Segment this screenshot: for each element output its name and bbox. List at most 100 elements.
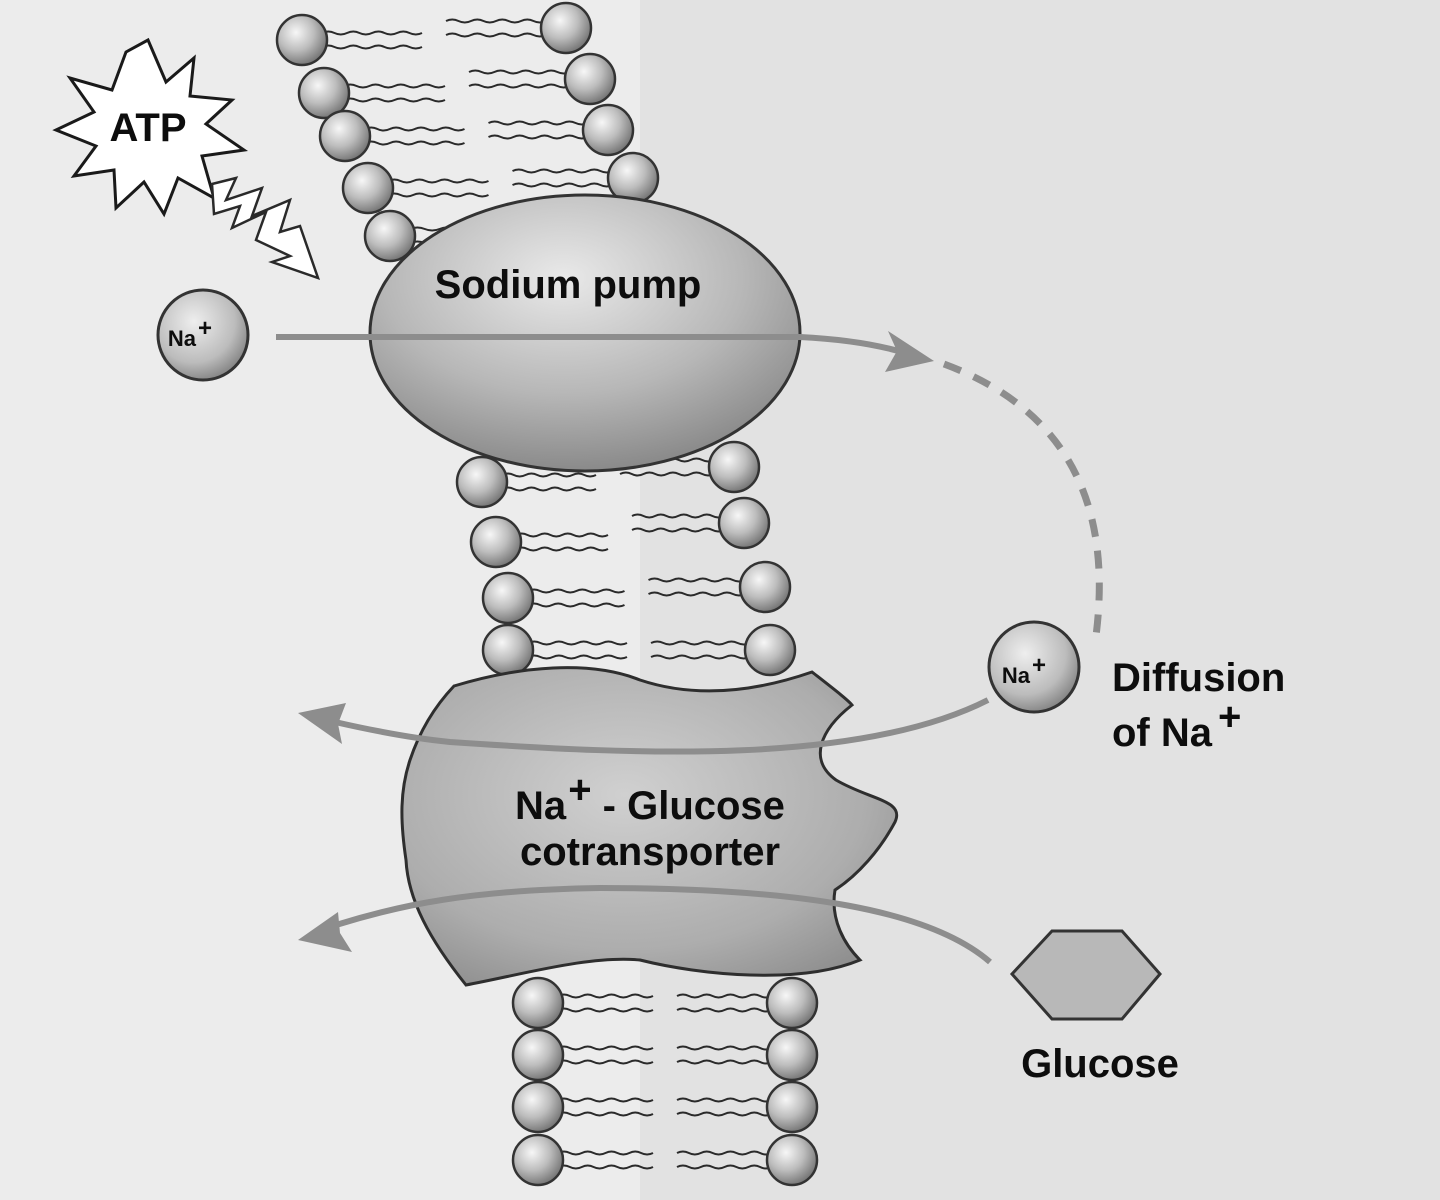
lipid-tail [648, 577, 746, 583]
lipid-tail [468, 69, 571, 75]
glucose-cotransport-arrow [335, 884, 992, 965]
cotransporter-label-na: Na [515, 784, 567, 828]
diffusion-dashed-path [942, 360, 1103, 637]
phospholipid-head [738, 560, 792, 614]
phospholipid-head [581, 103, 635, 157]
lipid-tail [650, 640, 751, 646]
sodium-ion-intracellular: Na+ [987, 620, 1081, 714]
lipid-tail [501, 472, 597, 478]
glucose-cotransport-arrow-head [298, 912, 352, 952]
glucose-label: Glucose [1021, 1042, 1179, 1086]
lipid-tail [648, 591, 746, 597]
glucose-hexagon-icon [1009, 929, 1162, 1021]
lipid-tail [515, 532, 609, 538]
lipid-tail [321, 30, 423, 36]
sodium-ion-right-sphere [987, 620, 1081, 714]
phospholipid-head [765, 1080, 819, 1134]
sodium-cotransport-arrow-head [298, 703, 346, 744]
lipid-tail [676, 1097, 773, 1103]
lipid-tail [557, 993, 654, 999]
lipid-tail [631, 527, 725, 533]
sodium-pump-body [368, 193, 802, 473]
sodium-ion-extracellular: Na+ [156, 288, 250, 382]
lipid-tail [512, 182, 614, 188]
lipid-tail [557, 1164, 654, 1170]
lipid-bilayer [275, 1, 819, 1187]
lipid-tail [343, 83, 446, 89]
phospholipid-head [707, 440, 761, 494]
lipid-tail [557, 1007, 654, 1013]
lipid-tail [321, 44, 423, 50]
phospholipid-head [341, 161, 395, 215]
lipid-tail [557, 1150, 654, 1156]
lipid-tail [468, 83, 571, 89]
phospholipid-head [297, 66, 351, 120]
sodium-pump: Sodium pump [368, 193, 802, 473]
lipid-tail [650, 654, 751, 660]
sodium-ion-left-sphere [156, 288, 250, 382]
lipid-tail [512, 168, 614, 174]
sodium-ion-left-label: Na+ [168, 315, 212, 351]
phospholipid-head [481, 571, 535, 625]
diffusion-label-base: of Na [1112, 711, 1213, 755]
lipid-tail [515, 546, 609, 552]
phospholipid-head [511, 976, 565, 1030]
lipid-tail [343, 97, 446, 103]
diffusion-label-line1: Diffusion [1112, 656, 1285, 700]
phospholipid-head [717, 496, 771, 550]
phospholipid-head [511, 1080, 565, 1134]
lipid-tail [676, 1045, 773, 1051]
lipid-tail [387, 192, 489, 198]
lipid-tail [619, 471, 715, 477]
sodium-ion-right-charge: + [1032, 652, 1046, 679]
phospholipid-head [511, 1028, 565, 1082]
lipid-tail [676, 1150, 773, 1156]
sodium-pump-label: Sodium pump [435, 263, 702, 307]
phospholipid-head [743, 623, 797, 677]
lipid-tail [527, 602, 625, 608]
lipid-tail [488, 134, 589, 140]
lipid-tail [676, 1059, 773, 1065]
lipid-tail [676, 993, 773, 999]
pump-arrow-head [885, 331, 934, 372]
lipid-tail [364, 126, 465, 132]
lipid-tail [676, 1111, 773, 1117]
phospholipid-head [765, 1028, 819, 1082]
phospholipid-head [318, 109, 372, 163]
lipid-tail [557, 1111, 654, 1117]
cotransporter-label-line1: Na+ - Glucose [515, 768, 785, 828]
phospholipid-head [363, 209, 417, 263]
phospholipid-head [455, 455, 509, 509]
lipid-tail [676, 1007, 773, 1013]
lipid-tail [445, 18, 547, 24]
phospholipid-head [563, 52, 617, 106]
diffusion-label-line2: of Na+ [1112, 695, 1241, 755]
sodium-ion-left-base: Na [168, 326, 197, 351]
lipid-tail [557, 1097, 654, 1103]
lipid-tail [527, 588, 625, 594]
atp-starburst-icon [52, 37, 249, 218]
lipid-tail [445, 32, 547, 38]
na-glucose-cotransporter: Na+ - Glucose cotransporter [400, 666, 899, 987]
sodium-ion-right-base: Na [1002, 663, 1031, 688]
cotransporter-label-charge: + [568, 768, 591, 812]
energy-zigzag-arrow [210, 176, 321, 281]
phospholipid-head [275, 13, 329, 67]
sodium-cotransport-arrow [334, 697, 990, 755]
phospholipid-head [765, 976, 819, 1030]
phospholipid-head [539, 1, 593, 55]
phospholipid-head [765, 1133, 819, 1187]
lipid-tail [527, 640, 628, 646]
phospholipid-head [481, 623, 535, 677]
atp-burst: ATP [52, 37, 249, 218]
phospholipid-head [469, 515, 523, 569]
cotransporter-label-line2: cotransporter [520, 830, 780, 874]
lipid-tail [364, 140, 465, 146]
cotransporter-label-rest: - Glucose [592, 784, 785, 828]
lipid-tail [557, 1045, 654, 1051]
lipid-tail [631, 513, 725, 519]
lipid-tail [488, 120, 589, 126]
sodium-ion-right-label: Na+ [1002, 652, 1046, 688]
lipid-tail [387, 178, 489, 184]
